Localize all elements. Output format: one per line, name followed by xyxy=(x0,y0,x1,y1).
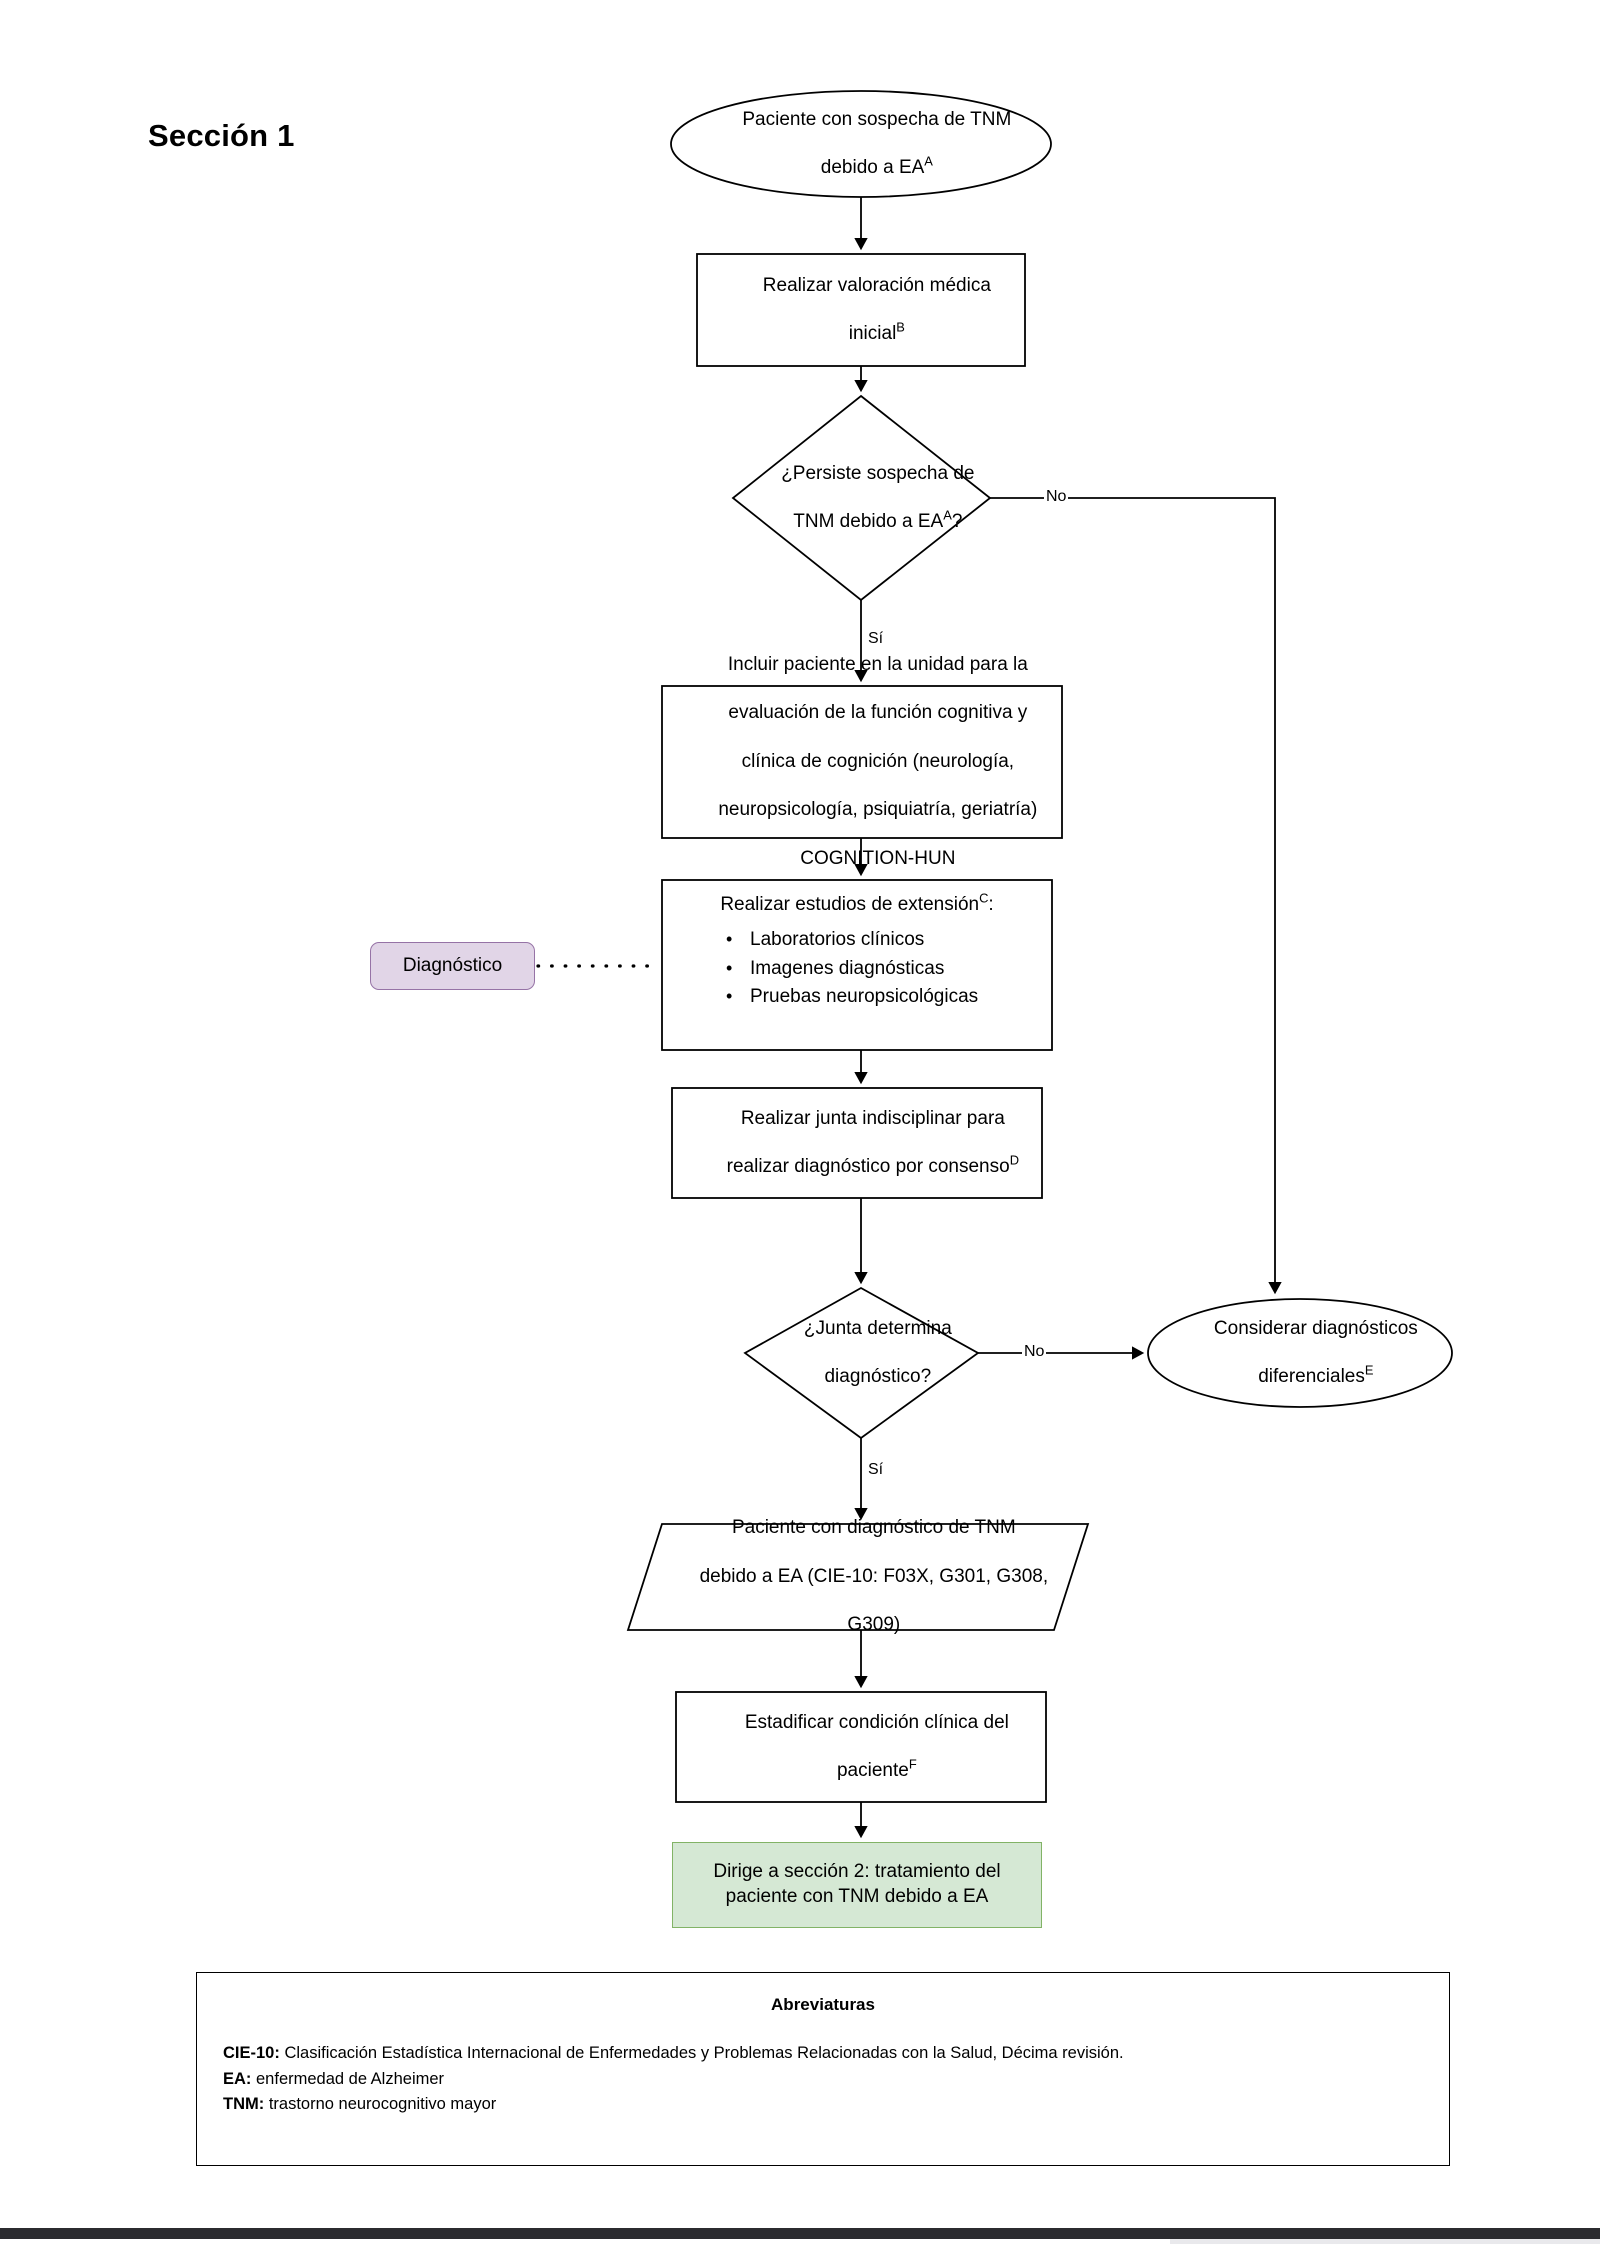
abbreviation-definition: Clasificación Estadística Internacional … xyxy=(279,2044,1124,2062)
node-estadificar-shape xyxy=(675,1691,1047,1803)
node-seccion2[interactable]: Dirige a sección 2: tratamiento del paci… xyxy=(672,1842,1042,1928)
node-seccion2-line2: paciente con TNM debido a EA xyxy=(725,1886,989,1907)
node-start-shape xyxy=(670,90,1052,198)
node-diferenciales-shape xyxy=(1147,1298,1453,1408)
page-edge-artifact xyxy=(0,2228,1600,2239)
edge-label-no-2: No xyxy=(1022,1343,1047,1360)
page-edge-artifact-highlight xyxy=(1170,2239,1600,2244)
node-incluir-shape xyxy=(661,685,1063,839)
node-decision1-shape xyxy=(731,394,992,602)
node-diagnostico-final-shape xyxy=(626,1523,1090,1631)
node-valoracion-shape xyxy=(696,253,1026,367)
tag-diagnostico[interactable]: Diagnóstico xyxy=(370,942,535,990)
page-title: Sección 1 xyxy=(148,118,295,153)
abbreviation-definition: enfermedad de Alzheimer xyxy=(251,2069,445,2088)
abbreviation-definition: trastorno neurocognitivo mayor xyxy=(264,2095,497,2114)
node-seccion2-line1: Dirige a sección 2: tratamiento del xyxy=(713,1861,1001,1883)
abbreviation-term: EA: xyxy=(223,2069,252,2088)
edge-label-si-2: Sí xyxy=(866,1461,886,1478)
node-extension-shape xyxy=(661,879,1053,1051)
abbreviations-panel: Abreviaturas CIE-10: Clasificación Estad… xyxy=(196,1972,1450,2166)
tag-diagnostico-label: Diagnóstico xyxy=(402,955,503,976)
abbreviation-term: CIE-10: xyxy=(223,2044,280,2062)
edge-label-no-1: No xyxy=(1044,488,1069,505)
abbreviation-row: EA: enfermedad de Alzheimer xyxy=(223,2067,1423,2093)
node-junta-shape xyxy=(671,1087,1043,1199)
abbreviation-row: TNM: trastorno neurocognitivo mayor xyxy=(223,2092,1423,2118)
node-decision2-shape xyxy=(743,1286,980,1440)
abbreviation-row: CIE-10: Clasificación Estadística Intern… xyxy=(223,2041,1423,2067)
edge-decision1-no xyxy=(990,497,1282,1295)
abbreviations-heading: Abreviaturas xyxy=(771,1995,875,2014)
abbreviation-term: TNM: xyxy=(223,2095,265,2114)
edge-label-si-1: Sí xyxy=(866,630,886,647)
